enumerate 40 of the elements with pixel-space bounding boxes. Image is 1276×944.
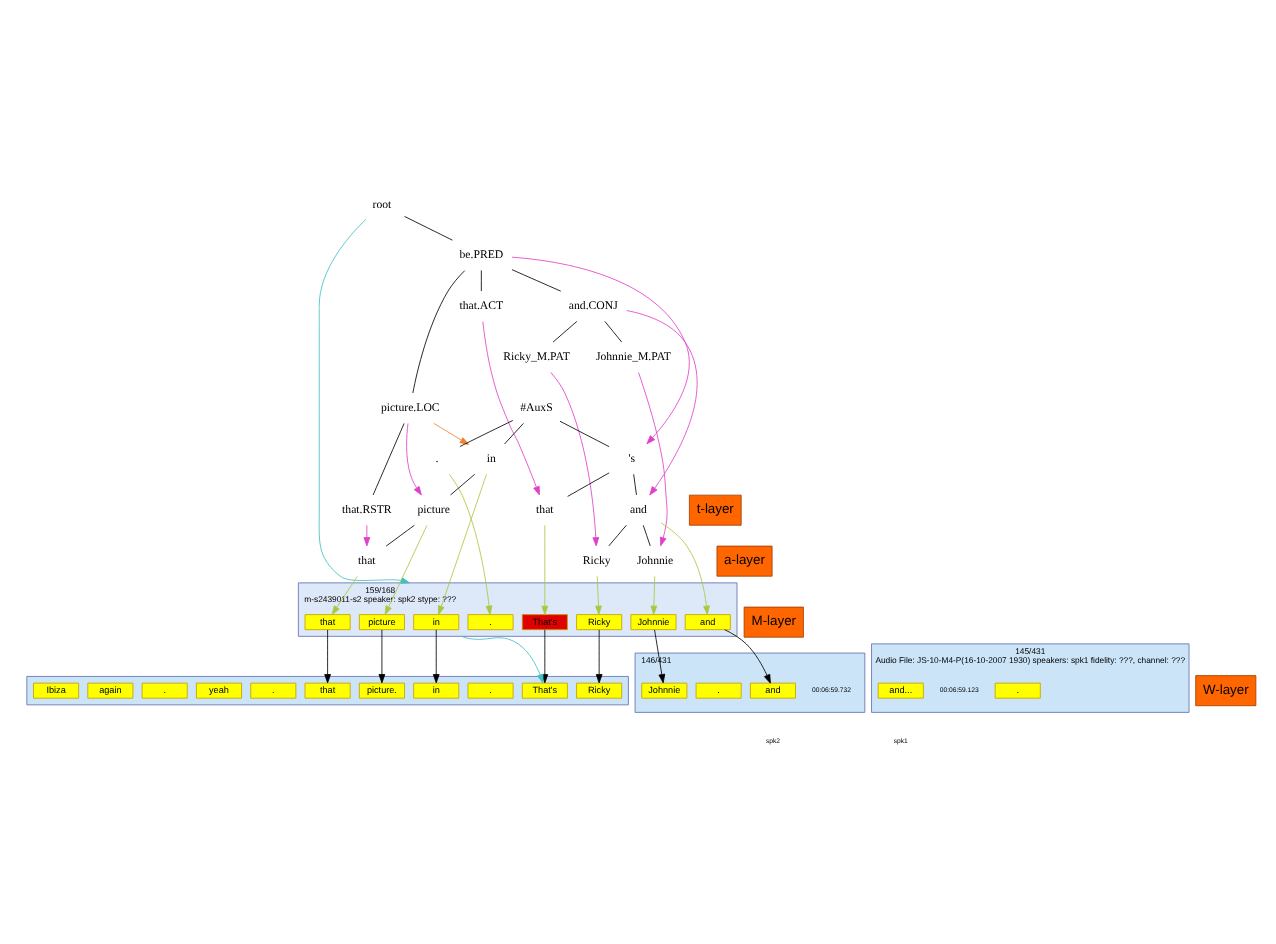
connector [552,320,578,342]
connector [608,523,627,546]
arrow [384,524,428,614]
arrow [482,320,540,495]
arrow [595,628,603,683]
arrow [432,628,440,683]
arrow [438,472,487,614]
connector [633,472,637,495]
arrow [550,370,600,546]
arrow [448,472,493,614]
connector [559,419,610,447]
connector [459,419,514,446]
connector [642,523,651,546]
arrow [460,634,544,683]
arrow [595,574,602,614]
connector [604,320,623,342]
arrow [724,628,771,683]
arrow [511,255,690,444]
arrow [363,523,371,546]
connector [404,215,453,240]
connector [504,421,524,444]
arrow [541,524,549,614]
connector [511,268,562,291]
arrow [650,574,658,614]
arrow [406,422,422,495]
connector [567,471,610,496]
arrow [654,628,666,683]
connector [385,523,415,546]
connector [412,269,466,393]
arrow [433,421,469,444]
connector [450,472,476,495]
arrow [378,628,386,683]
arrow [660,521,710,614]
connector [372,422,405,495]
arrow [626,309,698,495]
arrow [331,574,358,614]
arrow [638,371,668,546]
arrow [324,628,331,683]
connector [480,269,482,291]
arrow [318,218,410,583]
